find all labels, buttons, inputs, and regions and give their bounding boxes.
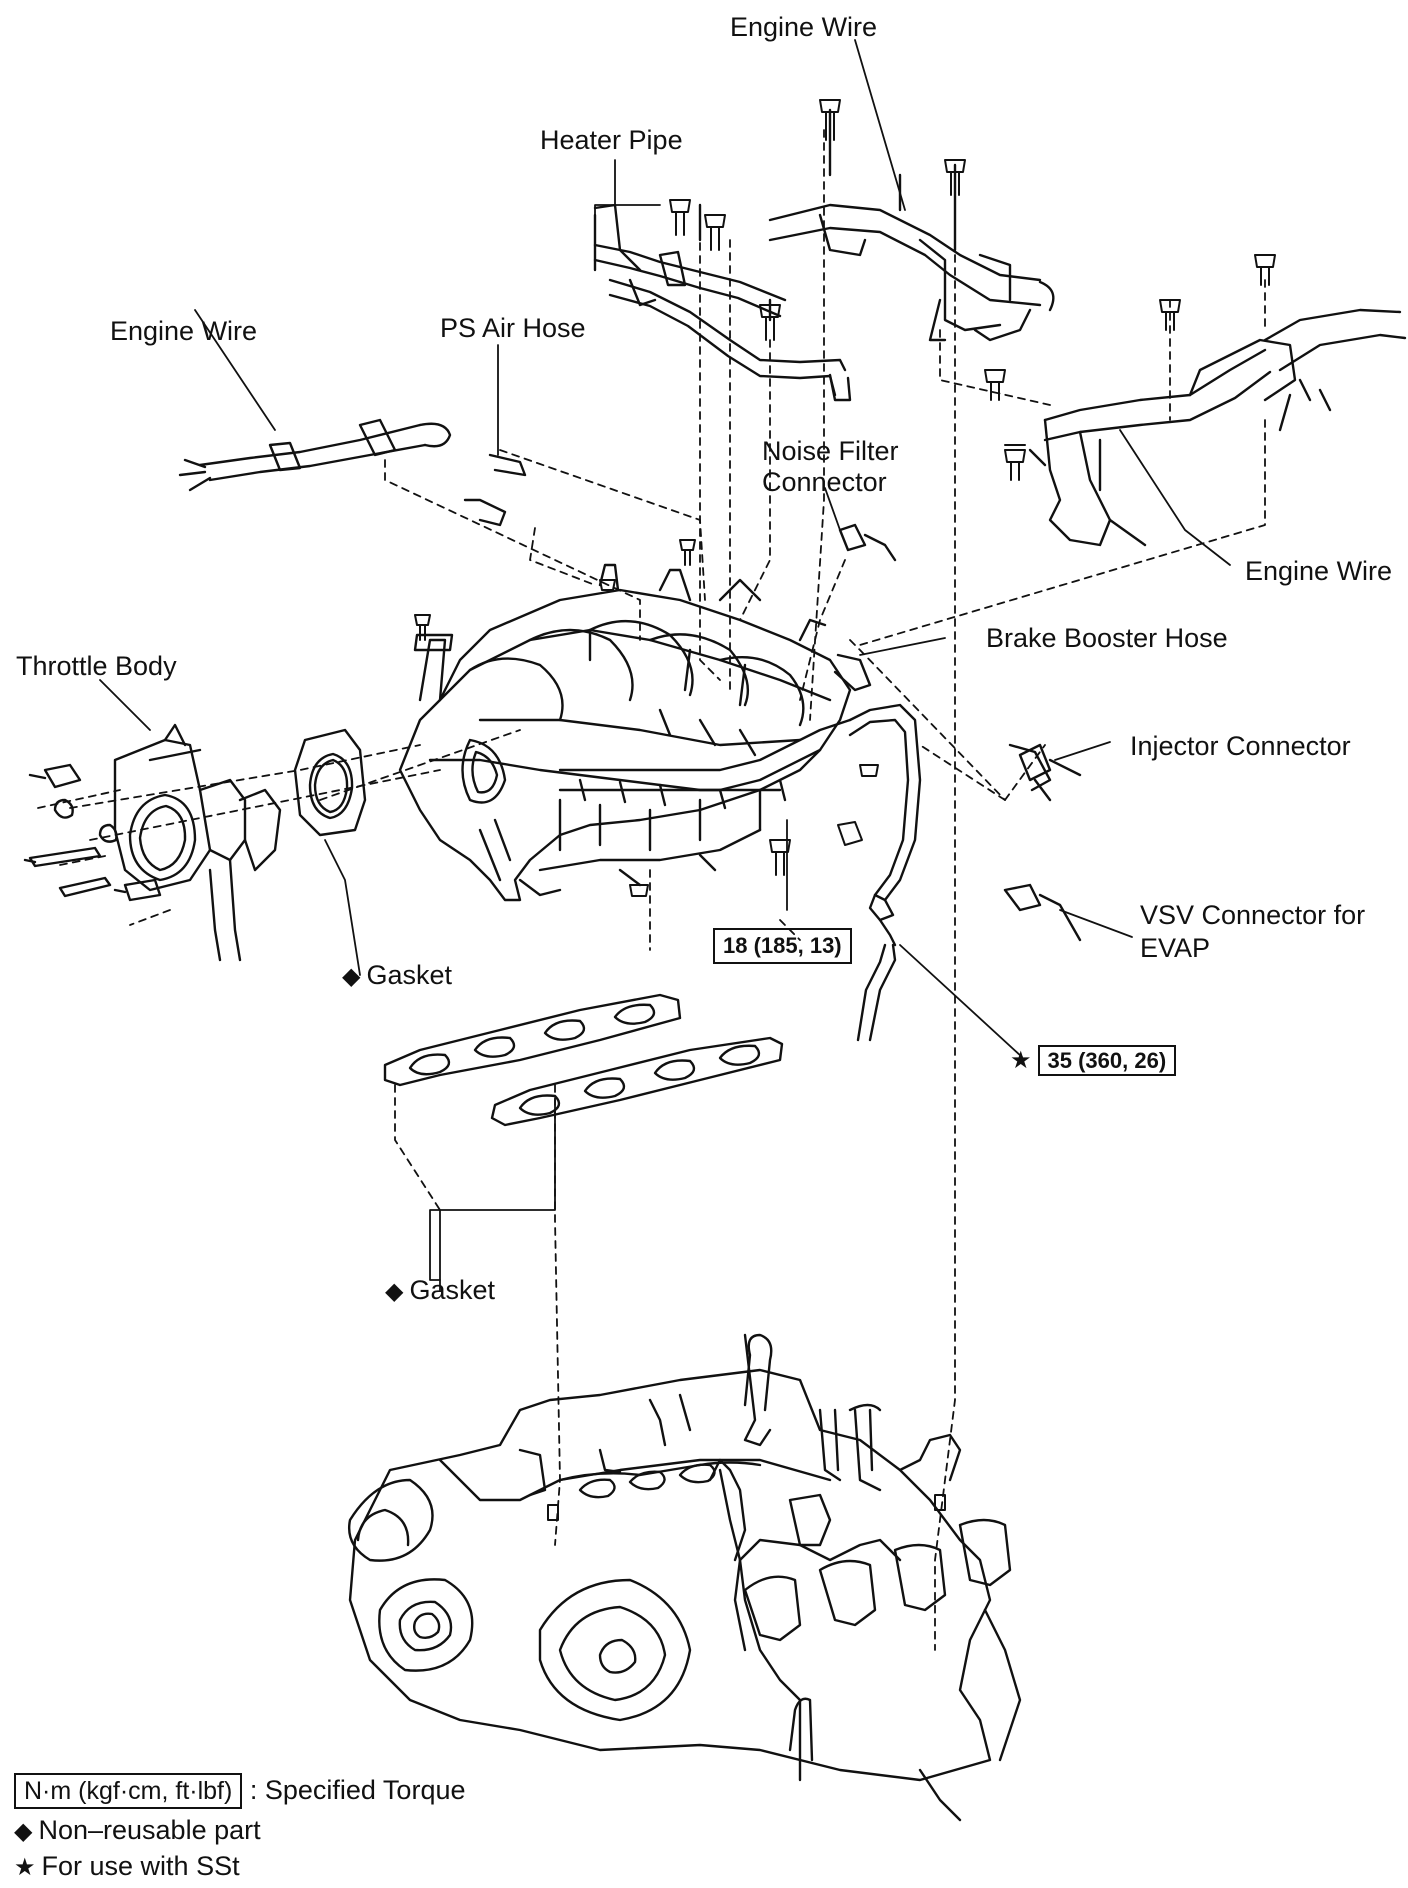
legend-sst-text: For use with SSt <box>41 1851 240 1881</box>
legend-non-reusable: ◆Non–reusable part <box>14 1814 261 1848</box>
gasket-lower-text: Gasket <box>409 1275 496 1305</box>
alignment-dashed-lines <box>37 129 1266 1651</box>
legend-torque-desc: : Specified Torque <box>249 1775 466 1805</box>
legend-star-symbol: ★ <box>14 1854 36 1881</box>
label-engine-wire-left: Engine Wire <box>110 316 258 346</box>
label-heater-pipe: Heater Pipe <box>540 125 683 155</box>
intake-manifold <box>398 563 852 902</box>
small-connectors <box>463 453 1082 942</box>
heater-pipe <box>593 203 852 402</box>
label-noise-filter-connector-2: Connector <box>762 467 887 497</box>
legend-torque: N·m (kgf·cm, ft·lbf) : Specified Torque <box>14 1773 466 1809</box>
label-vsv-connector-1: VSV Connector for <box>1140 900 1366 930</box>
label-noise-filter-connector-1: Noise Filter <box>762 436 899 466</box>
legend-non-reusable-text: Non–reusable part <box>38 1815 261 1845</box>
engine-wire-harness-left <box>178 418 452 492</box>
torque-union-bolt: ★35 (360, 26) <box>1010 1044 1177 1076</box>
label-vsv-connector-2: EVAP <box>1140 933 1211 963</box>
throttle-body <box>23 723 282 962</box>
leader-lines <box>99 39 1231 1291</box>
label-gasket-lower: ◆Gasket <box>385 1275 495 1307</box>
bolts <box>414 99 1276 1521</box>
engine-wire-harness-top <box>768 108 1055 342</box>
torque-box-manifold: 18 (185, 13) <box>713 928 852 964</box>
legend-sst: ★For use with SSt <box>14 1850 240 1884</box>
label-engine-wire-top: Engine Wire <box>730 12 878 42</box>
sst-star-symbol: ★ <box>1010 1047 1032 1074</box>
throttle-gasket <box>293 728 367 837</box>
legend-diamond-symbol: ◆ <box>14 1818 33 1845</box>
label-injector-connector: Injector Connector <box>1130 731 1351 761</box>
torque-box-union: 35 (360, 26) <box>1037 1045 1177 1076</box>
manifold-gaskets <box>383 993 784 1127</box>
label-gasket-upper: ◆Gasket <box>342 960 452 992</box>
label-ps-air-hose: PS Air Hose <box>440 313 586 343</box>
gasket-upper-text: Gasket <box>366 960 453 990</box>
engine-block <box>348 1333 1022 1822</box>
engine-wire-harness-right <box>1028 308 1407 547</box>
legend-torque-unit-box: N·m (kgf·cm, ft·lbf) <box>14 1773 243 1809</box>
fuel-hose <box>848 703 922 1042</box>
label-engine-wire-right: Engine Wire <box>1245 556 1393 586</box>
label-throttle-body: Throttle Body <box>16 651 177 681</box>
non-reusable-symbol: ◆ <box>385 1278 404 1305</box>
non-reusable-symbol: ◆ <box>342 963 361 990</box>
label-brake-booster-hose: Brake Booster Hose <box>986 623 1228 653</box>
